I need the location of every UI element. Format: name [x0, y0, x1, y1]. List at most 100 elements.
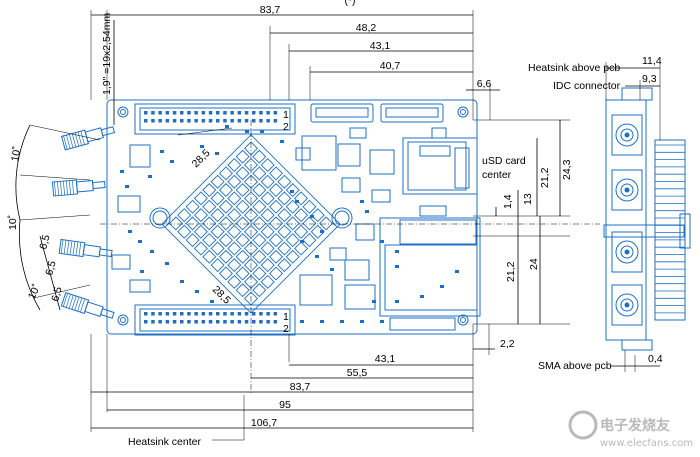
heatsink-fin: [260, 208, 275, 223]
header-pin: [151, 312, 155, 316]
heatsink-fin: [235, 233, 250, 248]
heatsink-fin: [294, 191, 309, 206]
header-pin: [216, 119, 220, 123]
dim-right-13: 13: [522, 193, 534, 205]
header-top-pin2-label: 2: [283, 121, 289, 133]
heatsink-fin: [285, 249, 300, 264]
heatsink-fin: [235, 166, 250, 181]
heatsink-fin: [269, 233, 284, 248]
component-pad: [320, 230, 324, 233]
heatsink-fin: [168, 216, 183, 231]
heatsink-fin: [243, 158, 259, 173]
heatsink-fin: [227, 224, 242, 239]
heatsink-fin: [218, 216, 233, 231]
label-sma-above-pcb: SMA above pcb: [538, 360, 612, 372]
idc-header-top: 1 2: [134, 103, 296, 135]
dim-bottom-106: 106,7: [251, 417, 277, 429]
heatsink-fin: [210, 208, 225, 223]
header-bottom-pin2-label: 2: [283, 323, 289, 335]
header-pin: [252, 119, 256, 123]
dim-pitch: 1,9" =19x2,54mm: [101, 13, 113, 95]
header-pin: [237, 320, 242, 324]
dim-side-11-4: 11,4: [642, 55, 662, 67]
dim-right-24: 24: [528, 258, 540, 270]
heatsink-fin: [218, 249, 233, 264]
side-sma-connector: [611, 114, 643, 156]
header-pin: [208, 119, 213, 123]
dim-pitch-b: 6,5: [43, 259, 58, 276]
header-pin: [244, 312, 249, 316]
dim-bottom-55: 55,5: [347, 367, 368, 379]
heatsink-fin: [227, 274, 242, 289]
heatsink-fin: [202, 183, 217, 198]
dim-top-6-6: 6,6: [477, 78, 492, 90]
heatsink-fin: [310, 224, 325, 239]
watermark-url: www.elecfans.com: [600, 438, 693, 449]
header-pin: [216, 111, 220, 115]
header-pin: [259, 111, 263, 115]
heatsink-fin: [269, 216, 284, 231]
heatsink-fin: [269, 249, 284, 264]
dim-right-21-2-bot: 21,2: [505, 261, 517, 282]
header-pin: [165, 312, 170, 316]
heatsink-fin: [202, 233, 217, 248]
component-pad: [200, 145, 204, 148]
component-pad: [300, 320, 304, 323]
header-pin: [201, 312, 206, 316]
component-pad: [295, 200, 299, 203]
header-pin: [230, 119, 234, 123]
heatsink-fin: [252, 199, 267, 214]
header-pin: [259, 119, 263, 123]
heatsink-fin: [285, 199, 300, 214]
component-pad: [380, 320, 384, 323]
component-pad: [380, 240, 384, 243]
heatsink-fin: [227, 174, 242, 189]
heatsink-fin: [235, 183, 250, 198]
header-pin: [252, 320, 256, 324]
header-pin: [194, 111, 198, 115]
component-pad: [395, 300, 399, 303]
right-dimension-lines: [473, 119, 570, 325]
dim-top-43: 43,1: [370, 40, 391, 52]
header-pin: [244, 119, 249, 123]
heatsink-fin: [243, 274, 259, 289]
header-pin: [144, 119, 148, 123]
component-pad: [140, 270, 144, 273]
header-pin: [273, 312, 278, 316]
heatsink-fin: [243, 141, 259, 156]
left-angle-dimensions: [15, 124, 101, 311]
watermark-text: 电子发烧友: [600, 417, 670, 434]
dim-top-clipped: (*): [344, 0, 355, 7]
header-pin: [237, 119, 242, 123]
heatsink-fin: [310, 208, 325, 223]
dim-angle-b: 10˚: [7, 215, 19, 230]
heatsink-fin: [227, 208, 242, 223]
heatsink-fin: [285, 183, 300, 198]
heatsink-fin: [269, 166, 284, 181]
heatsink-fin: [185, 216, 200, 231]
component-pad: [170, 160, 174, 163]
heatsink-fin: [193, 191, 208, 206]
header-pin: [165, 111, 170, 115]
dim-bottom-83: 83,7: [290, 381, 311, 393]
heatsink-fin: [302, 216, 317, 231]
component-pad: [165, 262, 169, 265]
component-pad: [300, 240, 304, 243]
heatsink-fin: [260, 191, 275, 206]
heatsink-fin: [243, 174, 259, 189]
ethernet-jack: [379, 205, 481, 317]
dim-top-40: 40,7: [380, 60, 401, 72]
header-pin: [151, 111, 155, 115]
heatsink-fin: [227, 191, 242, 206]
header-pin: [266, 320, 270, 324]
heatsink-fin: [243, 224, 259, 239]
header-top-pin1-label: 1: [283, 109, 289, 121]
heatsink-fin: [202, 216, 217, 231]
heatsink-fin: [193, 208, 208, 223]
dim-pitch-c: 6,5: [49, 285, 64, 302]
heatsink-fin: [252, 233, 267, 248]
header-pin: [165, 320, 170, 324]
heatsink-fin: [193, 224, 208, 239]
sma-connector: [51, 179, 106, 197]
component-pad: [440, 285, 444, 288]
